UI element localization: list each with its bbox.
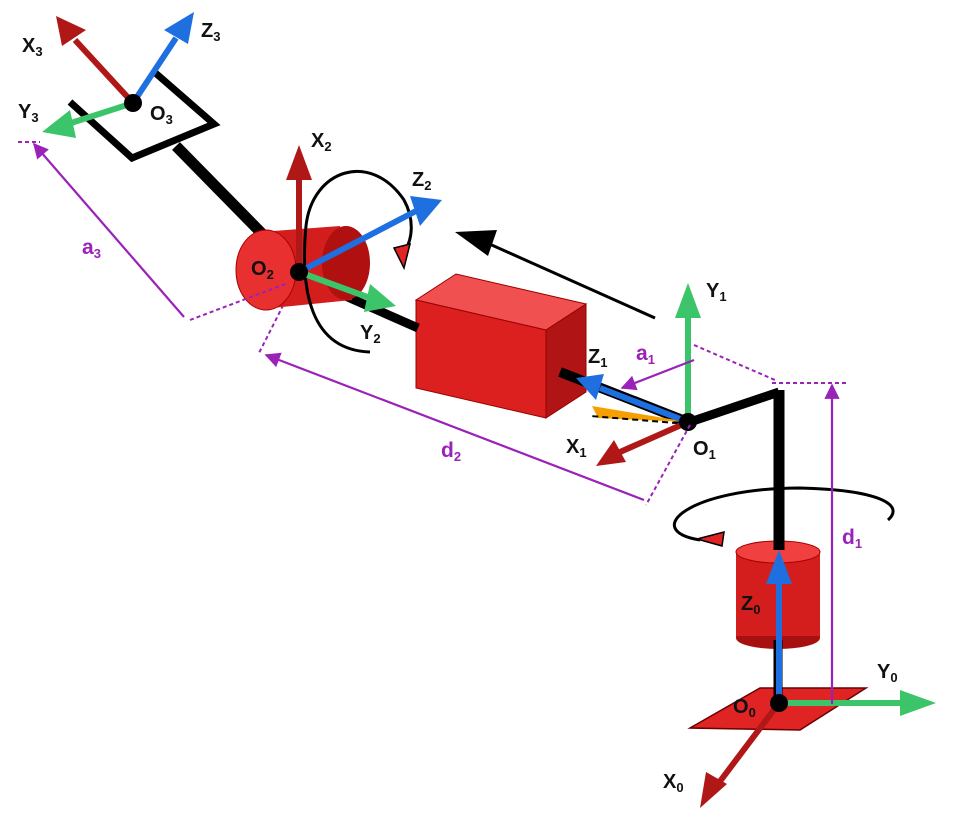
y2-axis (297, 269, 372, 301)
z2-label: Z2 (412, 169, 431, 193)
z1-axis (598, 385, 690, 425)
o3-origin (124, 94, 142, 112)
rotation-arrow-icon (672, 486, 895, 547)
frame-1 (576, 283, 701, 466)
d2-label: d2 (441, 439, 461, 464)
x3-label: X3 (22, 35, 43, 59)
a1-label: a1 (636, 342, 655, 367)
y2-label: Y2 (360, 322, 381, 346)
z2-arrowhead (410, 196, 442, 226)
y2-arrowhead (364, 284, 396, 312)
y3-label: Y3 (18, 101, 39, 125)
x1-arrowhead (596, 440, 626, 466)
x2-arrowhead (286, 145, 312, 180)
y0-label: Y0 (877, 661, 898, 685)
o1-origin (679, 413, 697, 431)
x1-axis (618, 419, 690, 455)
o0-label: O0 (733, 696, 756, 720)
x1-label: X1 (566, 436, 587, 460)
x0-arrowhead (700, 772, 727, 808)
shoulder-link (688, 387, 781, 427)
frame-3 (42, 12, 194, 138)
o2-label: O2 (251, 258, 274, 282)
wrist-bracket (67, 67, 221, 163)
z1-arrowhead (576, 374, 604, 400)
y1-label: Y1 (706, 280, 727, 304)
a1-dimension (620, 344, 776, 391)
z2-axis (297, 207, 420, 275)
y3-axis (67, 100, 134, 127)
a3-label: a3 (82, 236, 101, 261)
x2-label: X2 (311, 130, 332, 154)
joint-angle-wedge (589, 406, 689, 425)
o1-label: O1 (693, 438, 716, 462)
z1-label: Z1 (588, 346, 607, 370)
z3-label: Z3 (201, 20, 220, 44)
a3-dimension (18, 141, 289, 321)
d1-label: d1 (842, 526, 862, 551)
x3-arrowhead (56, 16, 86, 46)
prismatic-block (414, 273, 588, 419)
x0-label: X0 (663, 771, 684, 795)
d1-dimension (772, 382, 846, 704)
y0-arrowhead (900, 690, 936, 716)
frame-2 (286, 145, 442, 312)
y1-arrowhead (675, 283, 701, 318)
o0-origin (770, 694, 788, 712)
x3-axis (72, 37, 136, 106)
frame-0 (700, 550, 936, 808)
o3-label: O3 (150, 103, 173, 127)
z0-label: Z0 (741, 593, 760, 617)
y3-arrowhead (42, 110, 76, 138)
z3-arrowhead (164, 12, 194, 44)
z0-arrowhead (766, 550, 792, 584)
x0-axis (715, 701, 782, 786)
translation-arrow-icon (455, 230, 656, 320)
o2-origin (290, 263, 308, 281)
z3-axis (130, 36, 179, 105)
